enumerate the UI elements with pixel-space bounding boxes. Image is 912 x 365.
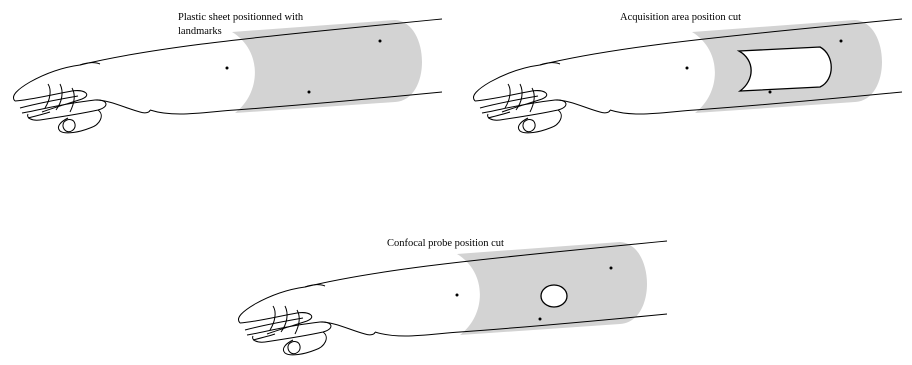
landmark-dot xyxy=(610,267,613,270)
landmark-dot xyxy=(686,67,689,70)
panel-1-caption-line-1: Plastic sheet positionned with xyxy=(178,12,304,23)
panel-acquisition-area: Acquisition area position cut xyxy=(473,12,902,133)
acquisition-area-cutout xyxy=(739,47,831,91)
landmark-dot xyxy=(539,318,542,321)
landmark-dot xyxy=(840,40,843,43)
landmark-dot xyxy=(379,40,382,43)
panel-1-caption-line-2: landmarks xyxy=(178,26,222,37)
panel-confocal-probe xyxy=(238,241,667,355)
plastic-sheet-shape xyxy=(232,20,422,113)
panel-2-caption: Acquisition area position cut xyxy=(620,12,741,23)
landmark-dot xyxy=(308,91,311,94)
panel-plastic-sheet: Plastic sheet positionned with landmarks xyxy=(13,12,442,133)
landmark-dot xyxy=(456,294,459,297)
landmark-dot xyxy=(226,67,229,70)
landmark-dot xyxy=(769,91,772,94)
confocal-probe-cutout xyxy=(541,285,567,307)
panel-3-caption: Confocal probe position cut xyxy=(387,238,504,249)
